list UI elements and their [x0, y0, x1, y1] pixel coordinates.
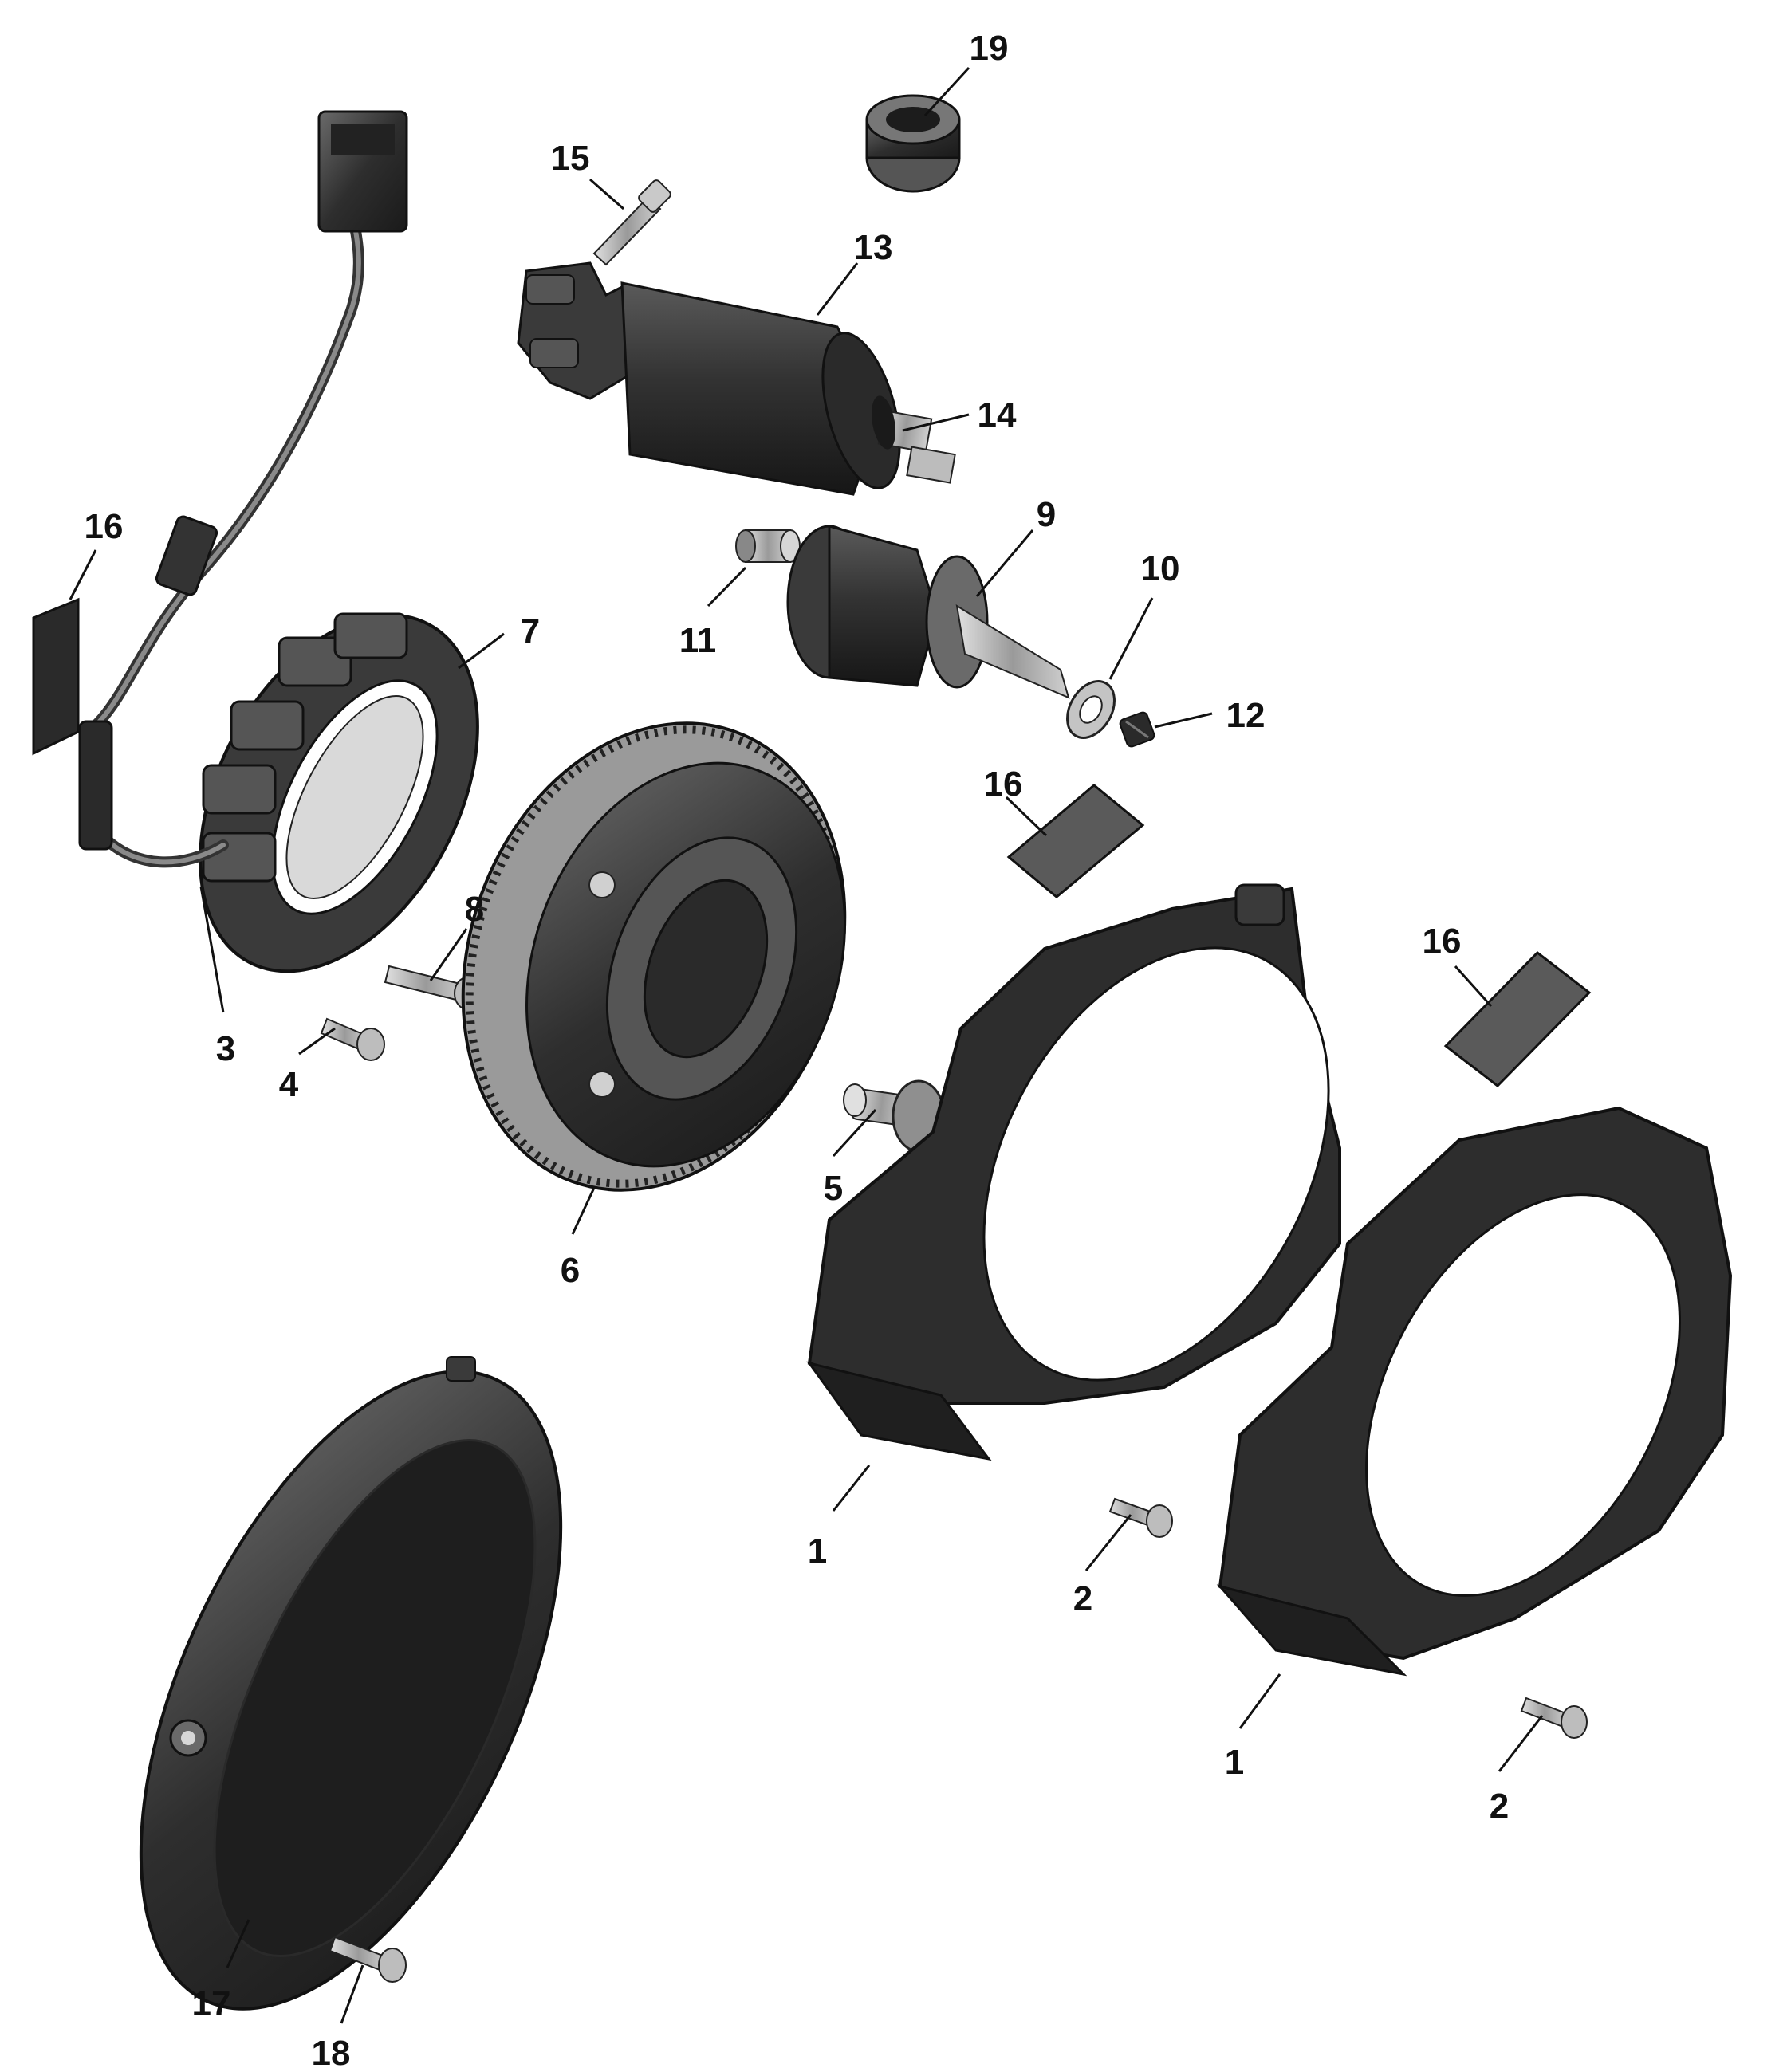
callout-8: 8	[465, 890, 484, 929]
part-16-label-center	[1006, 784, 1145, 898]
leader-16c	[1454, 965, 1493, 1008]
leader-10	[1108, 597, 1154, 680]
callout-17: 17	[192, 1984, 231, 2023]
part-1-housing-right	[1216, 1106, 1733, 1677]
leader-14	[902, 413, 970, 432]
part-18-bolt	[329, 1936, 407, 1983]
leader-1b	[1238, 1673, 1281, 1729]
part-4-bolt	[320, 1017, 385, 1061]
leader-18	[340, 1964, 364, 2024]
callout-16-right: 16	[1423, 922, 1462, 961]
part-1-housing-center	[806, 883, 1341, 1461]
part-7-stator	[199, 612, 479, 973]
leader-lines	[69, 66, 1544, 2024]
part-16-label-right	[1443, 951, 1592, 1087]
callout-16-left: 16	[85, 507, 124, 546]
leader-3	[199, 886, 225, 1013]
callout-labels: 19 15 13 14 9 10 11 12 16 7 16 16 8 3 4 …	[85, 29, 1510, 2072]
part-13-starter-motor	[517, 261, 901, 496]
callout-7: 7	[521, 611, 540, 651]
leader-12	[1154, 712, 1213, 729]
callout-19: 19	[970, 29, 1009, 68]
part-10-washer	[1066, 680, 1116, 739]
callout-14: 14	[978, 395, 1017, 434]
leader-16b	[1005, 796, 1048, 837]
part-2-screw-center	[1108, 1497, 1173, 1538]
leader-19	[923, 66, 970, 117]
leader-5	[832, 1108, 877, 1158]
leader-8	[429, 928, 468, 981]
leader-16a	[69, 549, 97, 600]
callout-6: 6	[561, 1251, 580, 1290]
part-6-flywheel	[461, 721, 847, 1192]
callout-2-center: 2	[1073, 1579, 1092, 1618]
callout-13: 13	[854, 228, 893, 267]
callout-16-center: 16	[984, 765, 1023, 804]
leader-7	[458, 632, 505, 670]
part-3-wiring-harness	[78, 110, 408, 868]
leader-6	[571, 1187, 596, 1235]
callout-2-right: 2	[1490, 1787, 1509, 1826]
part-19-seal	[865, 94, 961, 193]
part-15-bolt	[592, 179, 671, 266]
leader-2a	[1084, 1514, 1132, 1571]
part-17-magneto-cover	[139, 1356, 563, 2011]
callout-1-right: 1	[1225, 1743, 1244, 1782]
callout-10: 10	[1141, 549, 1180, 588]
leader-17	[226, 1919, 250, 1968]
part-9-starter-drive	[786, 525, 1070, 699]
callout-18: 18	[312, 2034, 351, 2072]
callout-12: 12	[1226, 696, 1266, 735]
leader-13	[816, 262, 859, 316]
callout-15: 15	[551, 139, 590, 178]
leader-2b	[1498, 1715, 1544, 1772]
callout-5: 5	[824, 1169, 843, 1208]
callout-3: 3	[216, 1029, 235, 1068]
part-16-label-left	[32, 597, 80, 756]
leader-15	[589, 178, 624, 210]
callout-9: 9	[1037, 495, 1056, 534]
leader-11	[707, 566, 747, 607]
callout-1-center: 1	[808, 1531, 827, 1571]
leader-9	[975, 529, 1034, 597]
leader-4	[298, 1027, 336, 1056]
part-11-bushing	[735, 529, 801, 563]
leader-1a	[832, 1465, 871, 1512]
part-14-shaft	[872, 395, 956, 484]
part-2-screw-right	[1520, 1697, 1588, 1739]
callout-4: 4	[279, 1065, 299, 1104]
callout-11: 11	[679, 621, 717, 660]
part-12-spring	[1119, 711, 1155, 748]
